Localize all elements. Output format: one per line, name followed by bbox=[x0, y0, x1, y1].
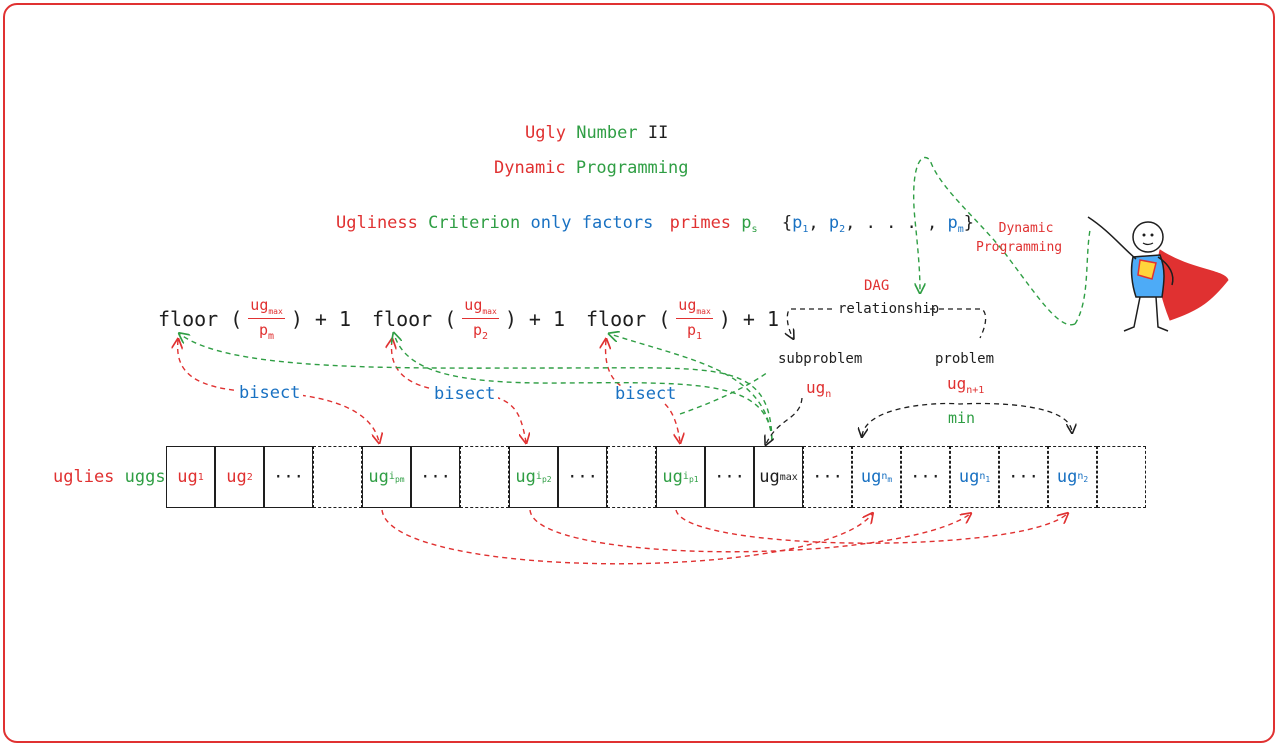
ugmax-arrow-bisect bbox=[679, 371, 769, 415]
ugmax-arrow-p1 bbox=[610, 334, 773, 441]
array-cell: ··· bbox=[999, 446, 1048, 508]
dp-loop-to-hero bbox=[1074, 229, 1091, 325]
ugmax-arrow-pm bbox=[180, 334, 773, 441]
min-label: min bbox=[948, 409, 976, 427]
array-cell: ··· bbox=[264, 446, 313, 508]
bisect-label-pm: bisect bbox=[236, 385, 304, 402]
relationship-right bbox=[930, 308, 987, 339]
ugmax-arrow-p2 bbox=[394, 334, 773, 441]
min-arrow bbox=[862, 402, 1072, 436]
subproblem-label: subproblem bbox=[778, 351, 863, 367]
dag-label: DAG bbox=[864, 278, 890, 294]
fraction: ugmax pm bbox=[248, 296, 285, 342]
connector-arrows bbox=[0, 156, 1229, 565]
relationship-left bbox=[787, 308, 832, 338]
multiply-arrow-p2 bbox=[529, 509, 970, 553]
subtitle: Dynamic Programming bbox=[494, 158, 689, 178]
array-cell: ··· bbox=[411, 446, 460, 508]
relationship-label: relationship bbox=[838, 301, 940, 317]
array-cell: ··· bbox=[803, 446, 852, 508]
array-label: uglies uggs bbox=[53, 467, 166, 487]
array-cell: ··· bbox=[705, 446, 754, 508]
array-cell: ··· bbox=[558, 446, 607, 508]
formula-p1: floor ( ugmax p1 ) + 1 bbox=[586, 296, 780, 342]
array-cell bbox=[460, 446, 509, 508]
problem-label: problem bbox=[935, 351, 995, 367]
multiply-arrow-pm bbox=[381, 509, 872, 565]
criterion-line: Ugliness Criterion only factors primes p… bbox=[336, 213, 975, 235]
array-cell bbox=[313, 446, 362, 508]
ugn1-label: ugn+1 bbox=[947, 374, 985, 396]
superhero-illustration bbox=[1087, 216, 1229, 332]
fraction: ugmax p1 bbox=[676, 296, 713, 342]
array-cell: ··· bbox=[901, 446, 950, 508]
formula-p2: floor ( ugmax p2 ) + 1 bbox=[372, 296, 566, 342]
array-cell bbox=[607, 446, 656, 508]
array-cell bbox=[1097, 446, 1146, 508]
dp-loop-arrow bbox=[912, 156, 1076, 326]
title: Ugly Number II bbox=[525, 123, 669, 143]
bisect-label-p2: bisect bbox=[431, 386, 499, 403]
bisect-label-p1: bisect bbox=[612, 386, 680, 403]
fraction: ugmax p2 bbox=[462, 296, 499, 342]
dp-note: Dynamic Programming bbox=[976, 221, 1063, 255]
ugn-label: ugn bbox=[806, 378, 832, 400]
formula-pm: floor ( ugmax pm ) + 1 bbox=[158, 296, 352, 342]
